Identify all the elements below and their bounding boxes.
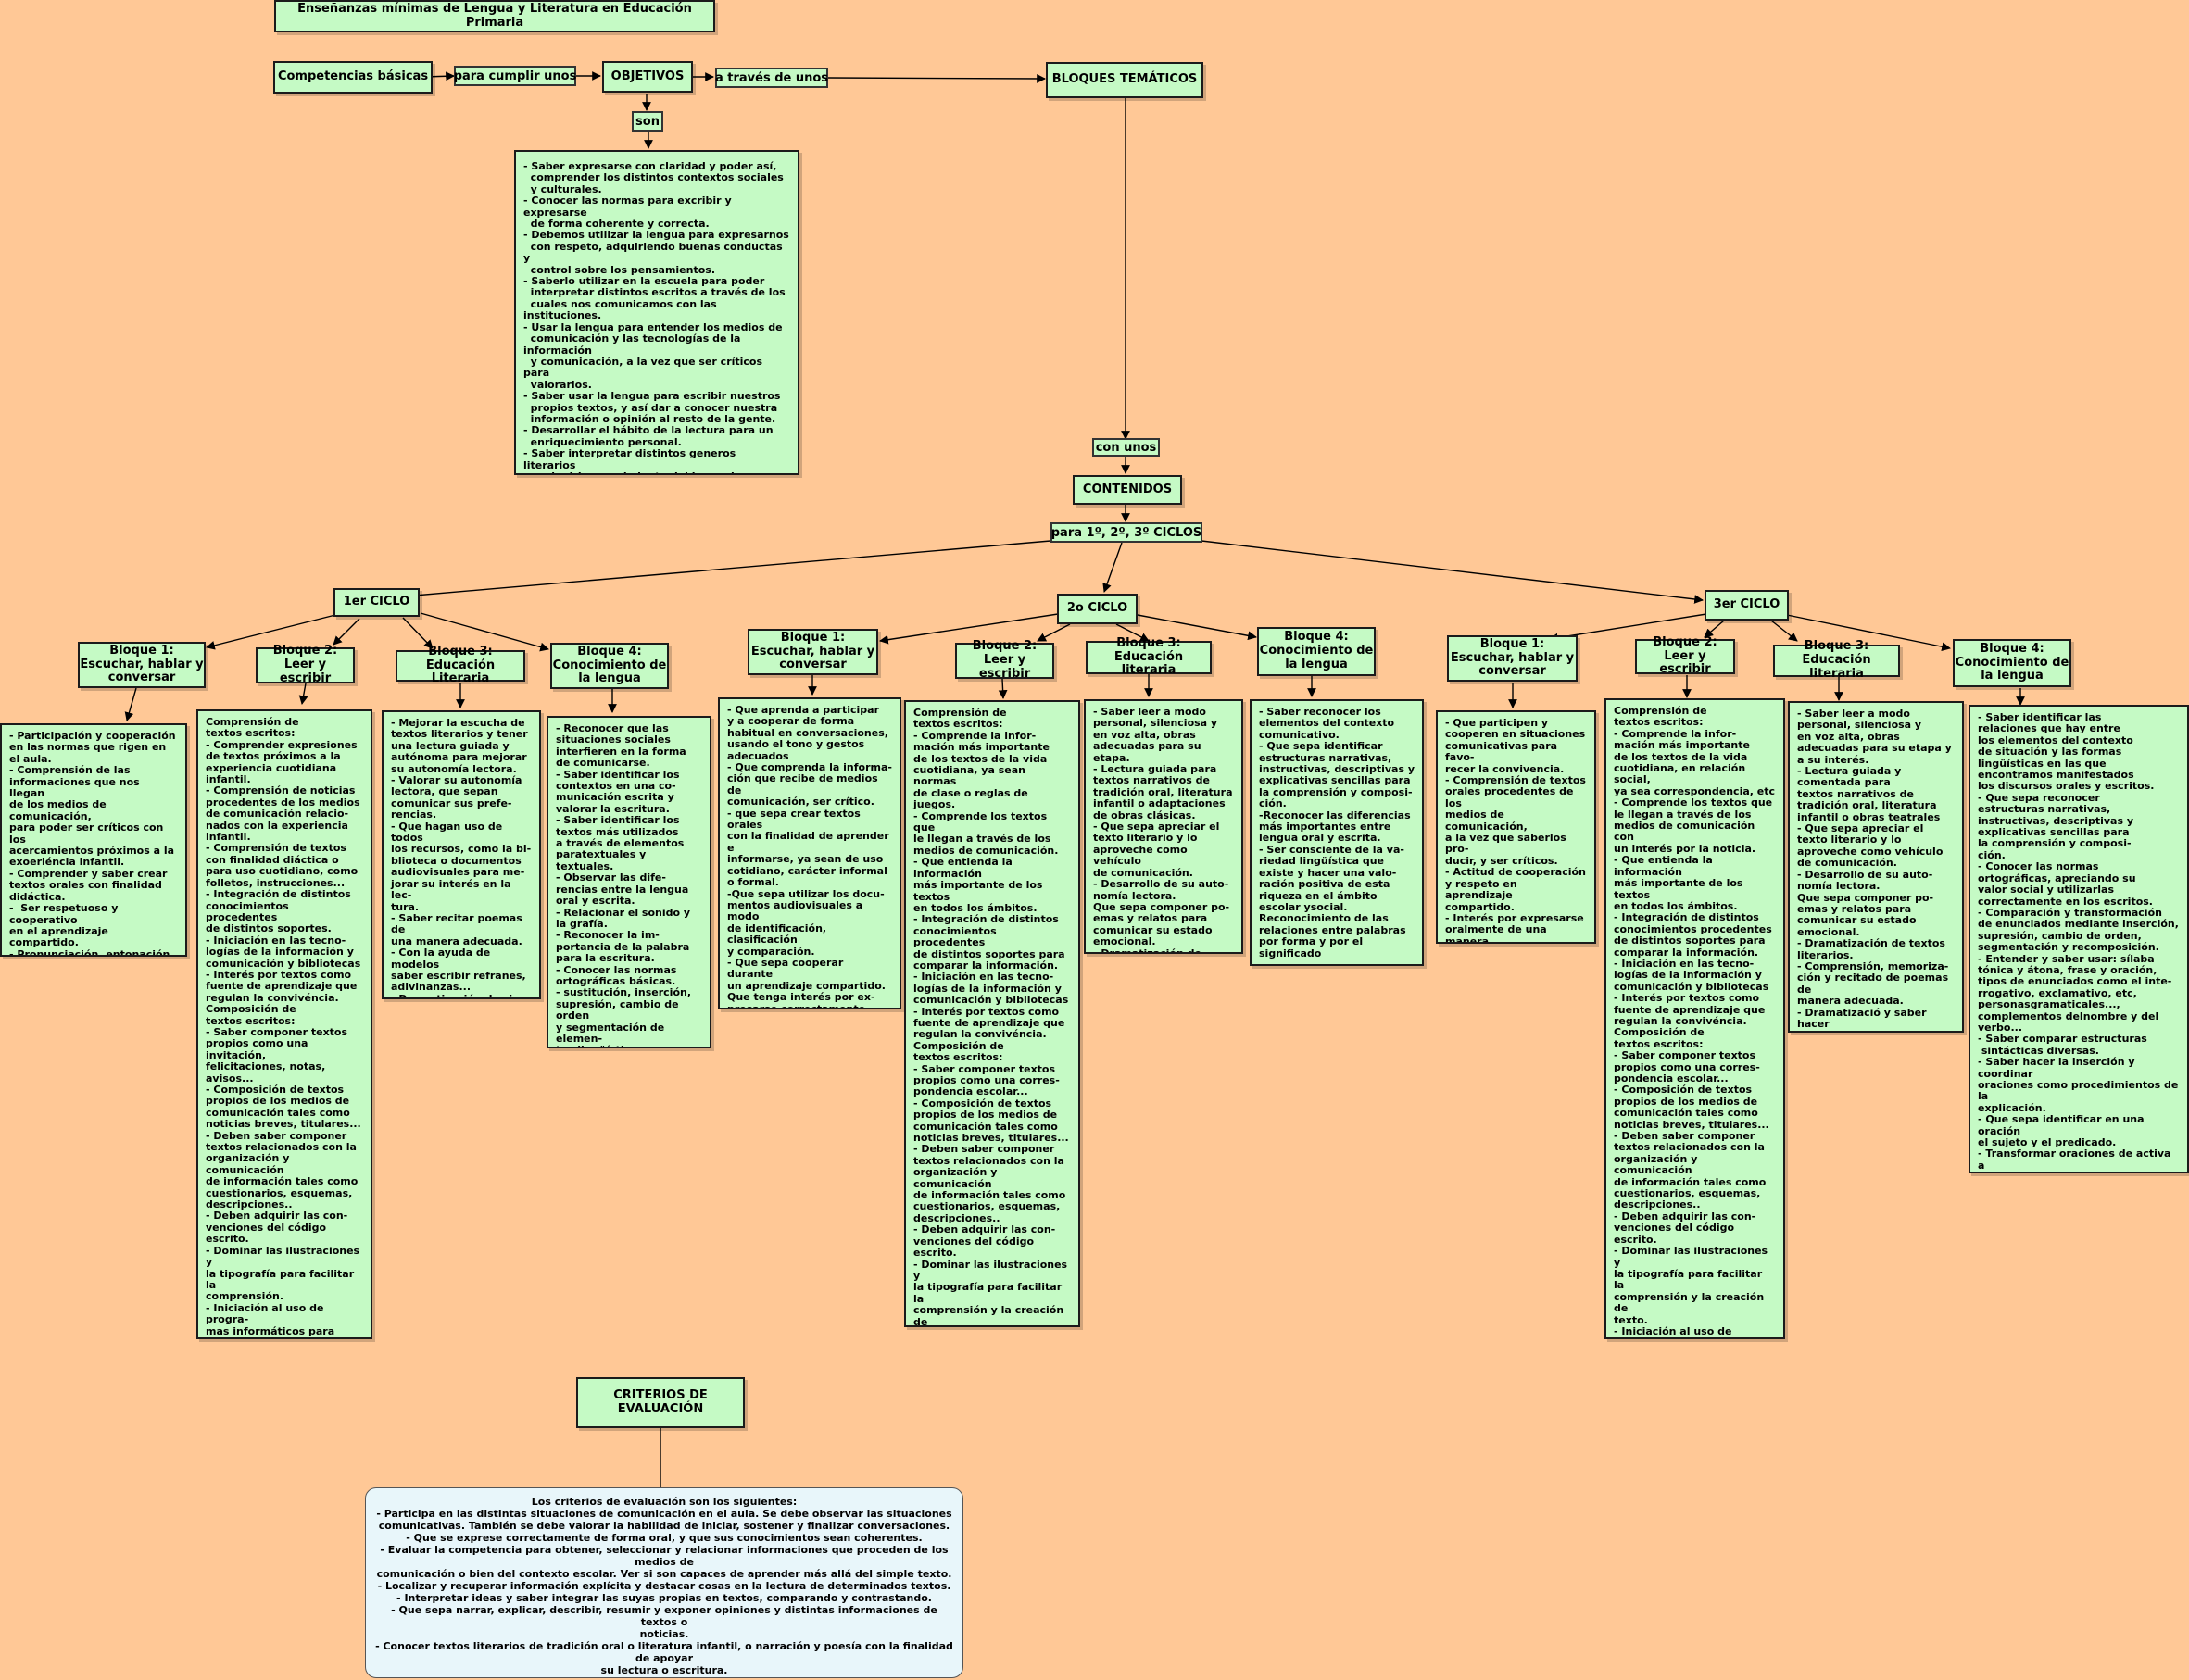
ciclo-2-bloque-2-title: Bloque 2: Leer y escribir	[955, 639, 1054, 681]
ciclo-1-bloque-4-content: - Reconocer que las situaciones sociales…	[547, 716, 711, 1048]
con-unos-label: con unos	[1092, 438, 1160, 457]
ciclo-3-bloque-3-content: - Saber leer a modo personal, silenciosa…	[1788, 701, 1964, 1033]
ciclo-2-bloque-3-content: - Saber leer a modo personal, silenciosa…	[1084, 699, 1243, 954]
ciclo-3-bloque-3-title: Bloque 3: Educación literaria	[1773, 639, 1900, 681]
ciclo-2-bloque-3-title: Bloque 3: Educación literaria	[1086, 636, 1212, 677]
ciclo-2-node: 2o CICLO	[1057, 594, 1138, 624]
ciclo-1-bloque-2-content: Comprensión de textos escritos: - Compre…	[196, 709, 372, 1339]
para-ciclos-label: para 1º, 2º, 3º CICLOS	[1050, 522, 1202, 543]
ciclo-1-node: 1er CICLO	[333, 588, 420, 617]
ciclo-1-bloque-3-content: - Mejorar la escucha de textos literario…	[382, 710, 541, 999]
competencias-node: Competencias básicas	[273, 61, 433, 94]
ciclo-1-bloque-1-content: - Participación y cooperación en las nor…	[0, 723, 187, 957]
ciclo-3-bloque-2-content: Comprensión de textos escritos: - Compre…	[1604, 698, 1785, 1339]
objetivos-list: - Saber expresarse con claridad y poder …	[514, 150, 799, 475]
objetivos-node: OBJETIVOS	[602, 61, 693, 93]
ciclo-2-bloque-1-title: Bloque 1: Escuchar, hablar y conversar	[748, 629, 878, 675]
page-title: Enseñanzas mínimas de Lengua y Literatur…	[274, 0, 715, 32]
para-cumplir-label: para cumplir unos	[454, 66, 576, 86]
ciclo-2-bloque-4-title: Bloque 4: Conocimiento de la lengua	[1257, 627, 1376, 676]
ciclo-1-bloque-2-title: Bloque 2: Leer y escribir	[256, 644, 355, 685]
ciclo-2-bloque-2-content: Comprensión de textos escritos: - Compre…	[904, 700, 1080, 1327]
criterios-text: Los criterios de evaluación son los sigu…	[365, 1487, 963, 1678]
bloques-tematicos-node: BLOQUES TEMÁTICOS	[1046, 62, 1203, 98]
ciclo-3-node: 3er CICLO	[1705, 590, 1789, 621]
ciclo-2-bloque-4-content: - Saber reconocer los elementos del cont…	[1250, 699, 1424, 966]
ciclo-2-bloque-1-content: - Que aprenda a participar y a cooperar …	[718, 697, 901, 1009]
ciclo-3-bloque-1-content: - Que participen y cooperen en situacion…	[1436, 710, 1596, 944]
son-label: son	[632, 111, 663, 132]
ciclo-1-bloque-1-title: Bloque 1: Escuchar, hablar y conversar	[78, 642, 206, 688]
a-traves-label: a través de unos	[715, 68, 828, 88]
ciclo-3-bloque-1-title: Bloque 1: Escuchar, hablar y conversar	[1447, 635, 1578, 682]
criterios-node: CRITERIOS DE EVALUACIÓN	[576, 1377, 745, 1428]
ciclo-1-bloque-3-title: Bloque 3: Educación Literaria	[396, 645, 525, 685]
ciclo-3-bloque-2-title: Bloque 2: Leer y escribir	[1635, 635, 1735, 676]
ciclo-1-bloque-4-title: Bloque 4: Conocimiento de la lengua	[550, 643, 669, 689]
contenidos-node: CONTENIDOS	[1073, 475, 1182, 505]
ciclo-3-bloque-4-title: Bloque 4: Conocimiento de la lengua	[1953, 639, 2071, 687]
ciclo-3-bloque-4-content: - Saber identificar las relaciones que h…	[1969, 705, 2189, 1173]
